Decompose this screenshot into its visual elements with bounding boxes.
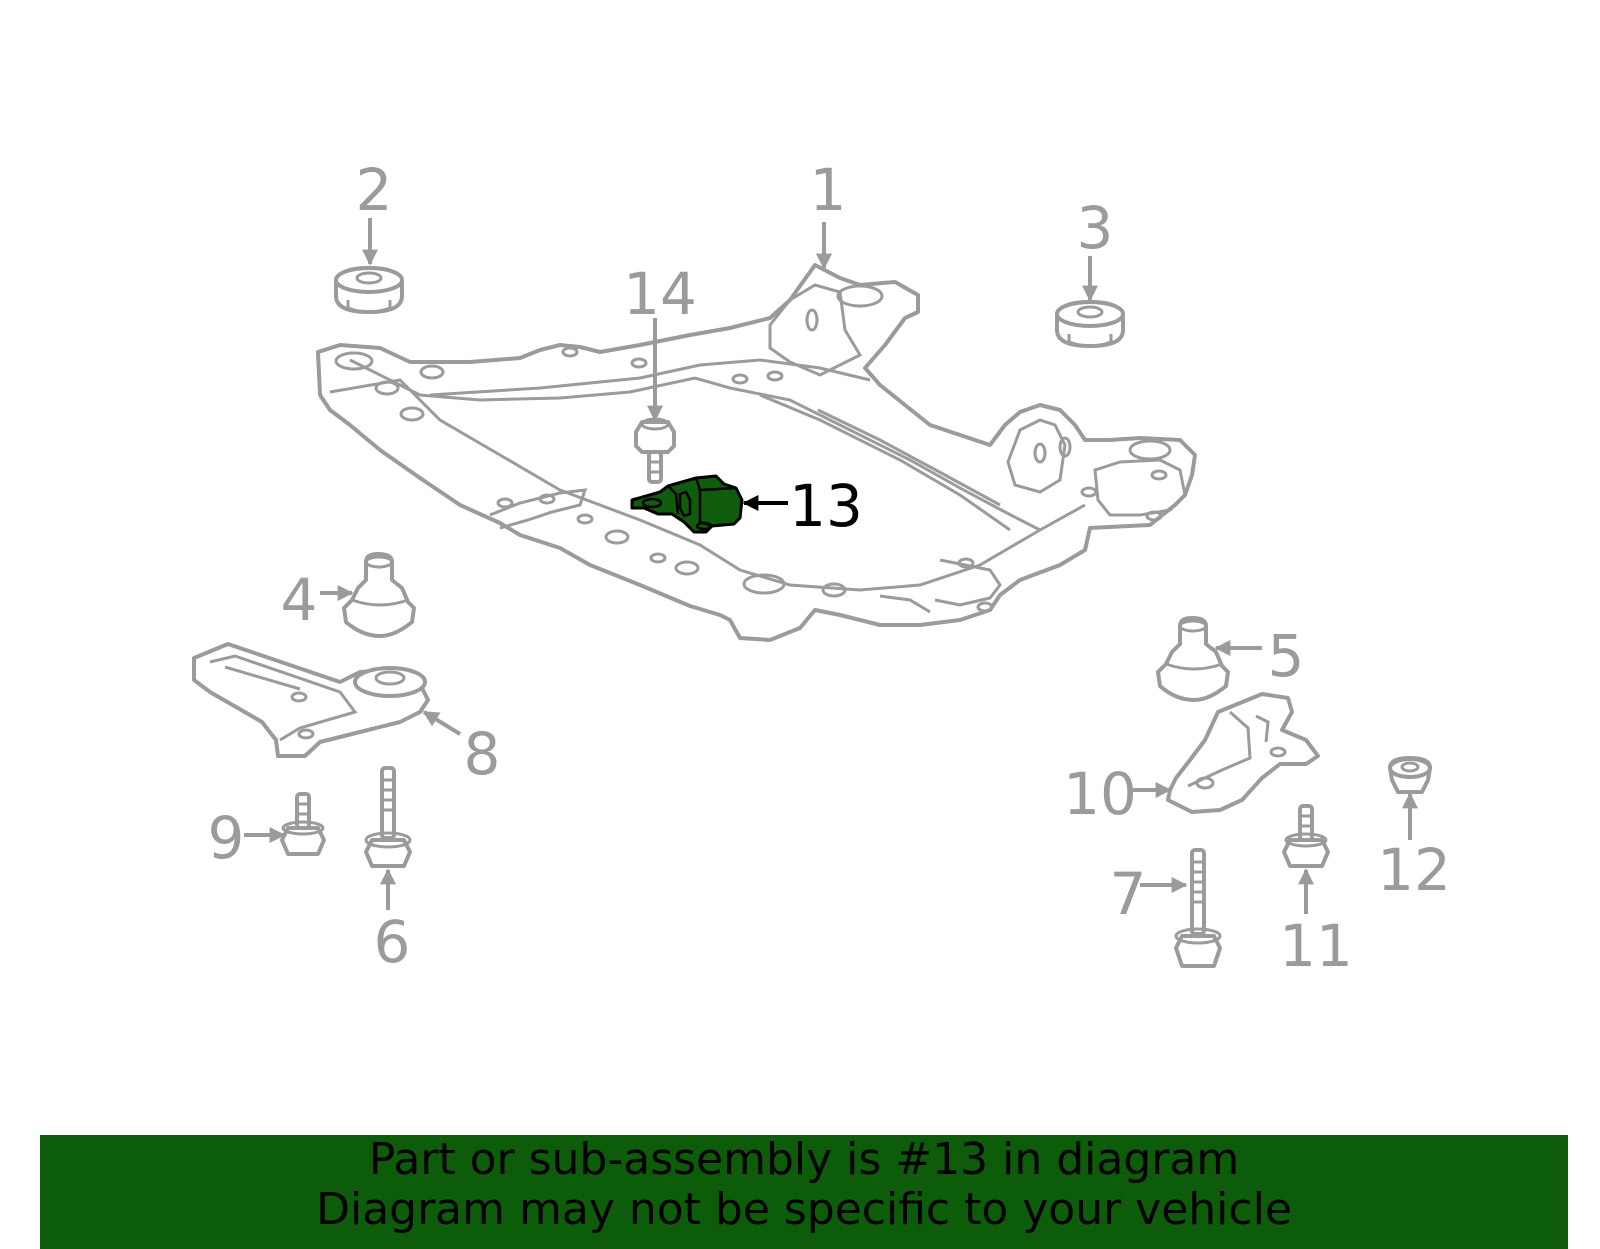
bolt-long-right-part[interactable] — [1174, 848, 1222, 968]
bracket-right-part[interactable] — [1166, 692, 1320, 814]
nut-part[interactable] — [1388, 756, 1432, 794]
callout-2[interactable]: 2 — [356, 156, 393, 224]
callout-4[interactable]: 4 — [281, 566, 318, 634]
callout-10[interactable]: 10 — [1063, 760, 1137, 828]
callout-13-highlighted[interactable]: 13 — [789, 472, 863, 540]
bolt-short-right-part[interactable] — [1282, 804, 1330, 868]
highlighted-bracket-part[interactable] — [630, 474, 744, 534]
callout-1[interactable]: 1 — [810, 156, 847, 224]
bolt-center-part[interactable] — [634, 417, 676, 484]
callout-9[interactable]: 9 — [208, 804, 245, 872]
leader-8 — [422, 710, 462, 736]
crossmember-part[interactable] — [316, 263, 1197, 642]
cushion-lower-right-part[interactable] — [1156, 616, 1230, 702]
callout-5[interactable]: 5 — [1268, 622, 1305, 690]
callout-11[interactable]: 11 — [1279, 912, 1353, 980]
bolt-short-left-part[interactable] — [280, 792, 326, 856]
callout-8[interactable]: 8 — [464, 720, 501, 788]
callout-14[interactable]: 14 — [623, 260, 697, 328]
bolt-long-left-part[interactable] — [364, 766, 412, 868]
callout-12[interactable]: 12 — [1377, 836, 1451, 904]
cushion-lower-left-part[interactable] — [342, 552, 416, 638]
bracket-left-part[interactable] — [192, 642, 430, 758]
banner-line-disclaimer: Diagram may not be specific to your vehi… — [316, 1184, 1292, 1235]
callout-3[interactable]: 3 — [1077, 194, 1114, 262]
info-banner: Part or sub-assembly is #13 in diagram D… — [40, 1135, 1568, 1249]
cushion-upper-right-part[interactable] — [1055, 300, 1125, 348]
callout-6[interactable]: 6 — [374, 908, 411, 976]
banner-line-part-number: Part or sub-assembly is #13 in diagram — [368, 1134, 1240, 1185]
callout-7[interactable]: 7 — [1110, 860, 1147, 928]
cushion-upper-left-part[interactable] — [334, 266, 404, 314]
